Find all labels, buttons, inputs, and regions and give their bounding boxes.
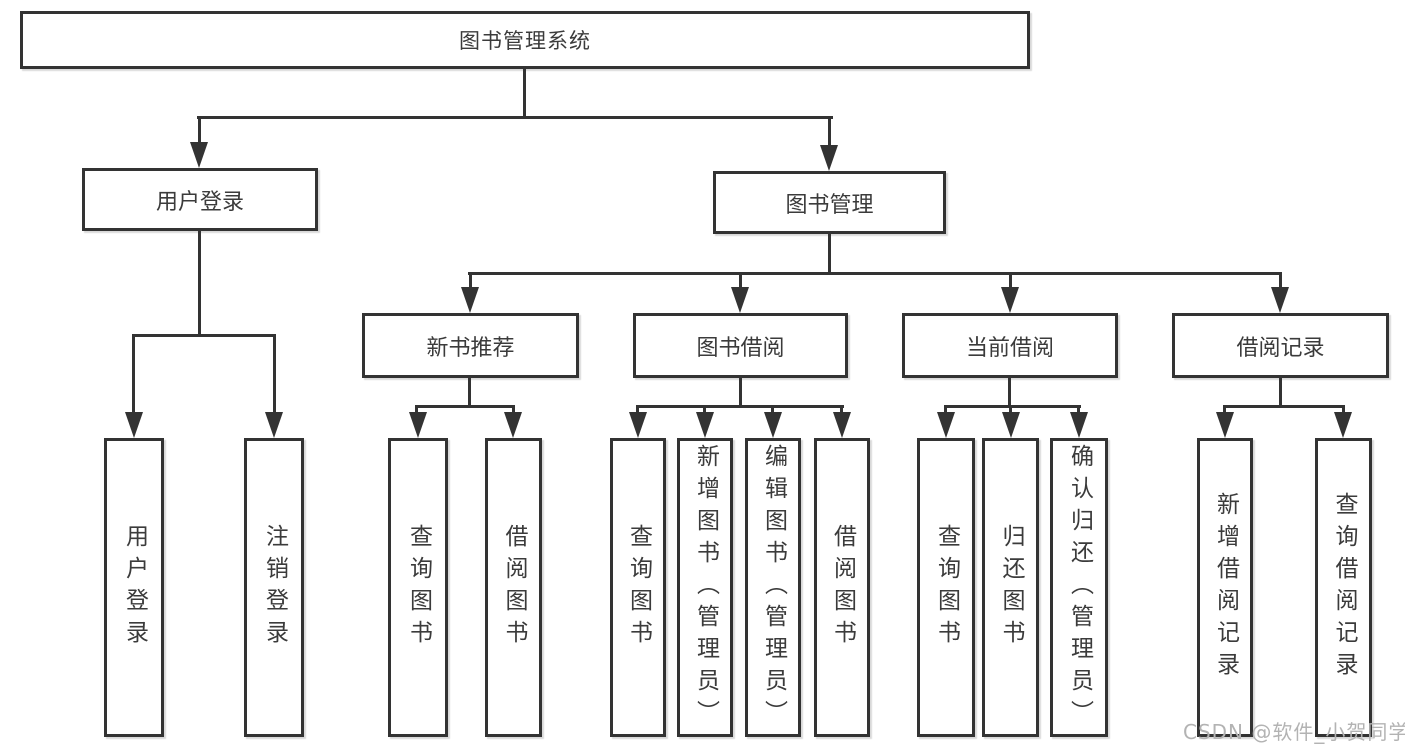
connector-line bbox=[1009, 405, 1012, 415]
arrowhead-down-icon bbox=[731, 287, 749, 313]
connector-line bbox=[1342, 405, 1345, 415]
node-leaf-cb-query-books: 查询图书 bbox=[917, 438, 975, 737]
connector-line bbox=[198, 231, 201, 337]
connector-line bbox=[739, 378, 742, 406]
connector-line bbox=[198, 116, 201, 144]
connector-line bbox=[1223, 405, 1345, 408]
node-leaf-br-add-record: 新增借阅记录 bbox=[1197, 438, 1253, 737]
node-user-login: 用户登录 bbox=[82, 168, 318, 231]
node-leaf-bb-add-books-admin: 新增图书（管理员） bbox=[677, 438, 733, 737]
connector-line bbox=[739, 272, 742, 290]
arrowhead-down-icon bbox=[1216, 412, 1234, 438]
node-leaf-br-query-record: 查询借阅记录 bbox=[1315, 438, 1372, 737]
node-leaf-bb-query-books: 查询图书 bbox=[610, 438, 666, 737]
arrowhead-down-icon bbox=[629, 412, 647, 438]
arrowhead-down-icon bbox=[190, 142, 208, 168]
node-leaf-bb-borrow-books: 借阅图书 bbox=[814, 438, 870, 737]
node-leaf-logout: 注销登录 bbox=[244, 438, 304, 737]
node-leaf-cb-return-books: 归还图书 bbox=[982, 438, 1039, 737]
node-leaf-bb-edit-books-admin: 编辑图书（管理员） bbox=[745, 438, 801, 737]
arrowhead-down-icon bbox=[820, 145, 838, 171]
connector-line bbox=[771, 405, 774, 415]
node-leaf-rec-query-books: 查询图书 bbox=[388, 438, 448, 737]
arrowhead-down-icon bbox=[409, 412, 427, 438]
arrowhead-down-icon bbox=[1271, 287, 1289, 313]
connector-line bbox=[636, 405, 844, 408]
arrowhead-down-icon bbox=[696, 412, 714, 438]
node-borrowing-records: 借阅记录 bbox=[1172, 313, 1389, 378]
arrowhead-down-icon bbox=[764, 412, 782, 438]
connector-line bbox=[273, 334, 276, 414]
arrowhead-down-icon bbox=[265, 412, 283, 438]
connector-line bbox=[469, 272, 472, 290]
connector-line bbox=[523, 69, 526, 118]
node-new-book-recommendation: 新书推荐 bbox=[362, 313, 579, 378]
connector-line bbox=[415, 405, 418, 415]
arrowhead-down-icon bbox=[1070, 412, 1088, 438]
connector-line bbox=[468, 272, 1282, 275]
node-leaf-user-login: 用户登录 bbox=[104, 438, 164, 737]
csdn-watermark: CSDN @软件_小贺同学 bbox=[1183, 720, 1405, 744]
connector-line bbox=[840, 405, 843, 415]
node-leaf-cb-confirm-return-admin: 确认归还（管理员） bbox=[1050, 438, 1108, 737]
node-leaf-rec-borrow-books: 借阅图书 bbox=[485, 438, 542, 737]
connector-line bbox=[944, 405, 1081, 408]
node-current-borrowing: 当前借阅 bbox=[902, 313, 1118, 378]
connector-line bbox=[828, 234, 831, 275]
connector-line bbox=[1279, 378, 1282, 406]
arrowhead-down-icon bbox=[937, 412, 955, 438]
connector-line bbox=[197, 116, 833, 119]
arrowhead-down-icon bbox=[1334, 412, 1352, 438]
connector-line bbox=[703, 405, 706, 415]
connector-line bbox=[132, 334, 276, 337]
arrowhead-down-icon bbox=[125, 412, 143, 438]
connector-line bbox=[1008, 378, 1011, 406]
connector-line bbox=[1279, 272, 1282, 290]
arrowhead-down-icon bbox=[504, 412, 522, 438]
connector-line bbox=[132, 334, 135, 414]
arrowhead-down-icon bbox=[833, 412, 851, 438]
node-book-borrowing: 图书借阅 bbox=[633, 313, 848, 378]
arrowhead-down-icon bbox=[461, 287, 479, 313]
node-root: 图书管理系统 bbox=[20, 11, 1030, 69]
arrowhead-down-icon bbox=[1002, 412, 1020, 438]
connector-line bbox=[512, 405, 515, 415]
connector-line bbox=[1223, 405, 1226, 415]
connector-line bbox=[1009, 272, 1012, 290]
connector-line bbox=[415, 405, 515, 408]
connector-line bbox=[944, 405, 947, 415]
connector-line bbox=[468, 378, 471, 406]
connector-line bbox=[828, 116, 831, 146]
node-book-management: 图书管理 bbox=[713, 171, 946, 234]
arrowhead-down-icon bbox=[1001, 287, 1019, 313]
connector-line bbox=[1077, 405, 1080, 415]
connector-line bbox=[636, 405, 639, 415]
